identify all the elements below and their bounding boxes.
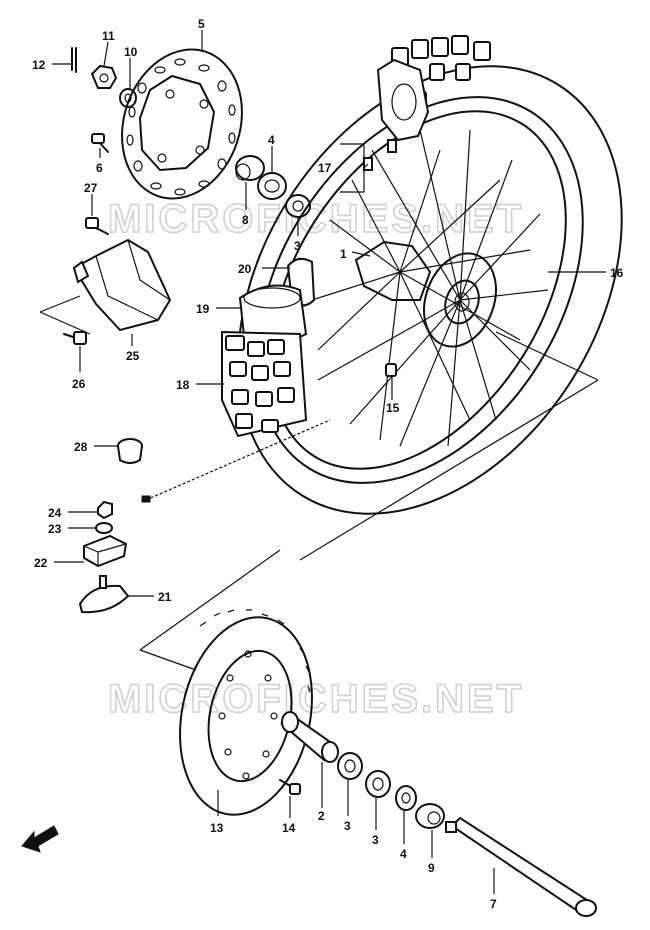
callout-24: 24	[48, 506, 62, 520]
oil-seal	[257, 172, 287, 200]
spacer-collar	[235, 155, 265, 181]
callout-12: 12	[32, 58, 46, 72]
callout-25: 25	[126, 349, 140, 363]
callout-13: 13	[210, 821, 224, 835]
rim-lock-plate	[78, 575, 130, 614]
callout-3-top: 3	[294, 239, 301, 253]
callout-26: 26	[72, 377, 86, 391]
distance-collar	[280, 711, 339, 763]
callout-4-bottom: 4	[400, 847, 407, 861]
callout-22: 22	[34, 556, 48, 570]
callout-6: 6	[96, 161, 103, 175]
wheel-spokes	[311, 129, 549, 447]
guard-screw	[63, 331, 87, 345]
callout-7: 7	[490, 897, 497, 911]
cotter-pin	[71, 47, 77, 73]
watermark-top: MICROFICHES.NET	[108, 197, 524, 241]
valve-grommet	[117, 438, 143, 464]
rim-lock-block	[83, 534, 128, 568]
callout-2: 2	[318, 809, 325, 823]
brake-disc	[121, 48, 243, 200]
callout-5: 5	[198, 17, 205, 31]
callout-3-right: 3	[372, 833, 379, 847]
callout-leaders	[52, 30, 606, 894]
front-direction-arrow-icon	[21, 825, 59, 853]
mousse-insert	[221, 330, 308, 438]
callout-labels: 12 11 10 5 6 27 4 8 3 17 1 16 20 19 18 2…	[32, 17, 624, 911]
rim-lock-washer	[95, 522, 113, 534]
wheel-bearing-right	[365, 770, 391, 798]
callout-1: 1	[340, 247, 347, 261]
sprocket-bolt	[279, 779, 301, 795]
rim-lock-nut	[97, 500, 113, 520]
callout-28: 28	[74, 440, 88, 454]
disc-guard	[72, 238, 172, 332]
castle-nut	[90, 64, 118, 89]
callout-8: 8	[242, 213, 249, 227]
axle-spacer	[415, 803, 445, 829]
valve-stem-line	[141, 419, 331, 503]
callout-19: 19	[196, 302, 210, 316]
callout-9: 9	[428, 861, 435, 875]
callout-14: 14	[282, 821, 296, 835]
watermark-bottom: MICROFICHES.NET	[108, 677, 524, 721]
callout-27: 27	[84, 181, 98, 195]
disc-bolt	[91, 133, 109, 153]
axle-oil-seal	[395, 785, 417, 811]
callout-20: 20	[238, 262, 252, 276]
callout-10: 10	[124, 45, 138, 59]
callout-18: 18	[176, 378, 190, 392]
callout-23: 23	[48, 522, 62, 536]
callout-11: 11	[102, 29, 115, 43]
wheel-bearing-left	[337, 752, 363, 780]
callout-15: 15	[386, 401, 400, 415]
callout-16: 16	[610, 266, 624, 280]
callout-3-mid: 3	[344, 819, 351, 833]
rear-tire	[237, 35, 623, 515]
assembly-guide-lines	[39, 295, 599, 671]
rear-axle	[445, 816, 597, 917]
spoke-nipple	[363, 139, 397, 171]
guard-bolt	[85, 217, 109, 235]
callout-21: 21	[158, 590, 172, 604]
washer	[119, 88, 137, 108]
callout-4-top: 4	[268, 133, 275, 147]
valve-cap	[385, 363, 397, 377]
callout-17: 17	[318, 161, 332, 175]
